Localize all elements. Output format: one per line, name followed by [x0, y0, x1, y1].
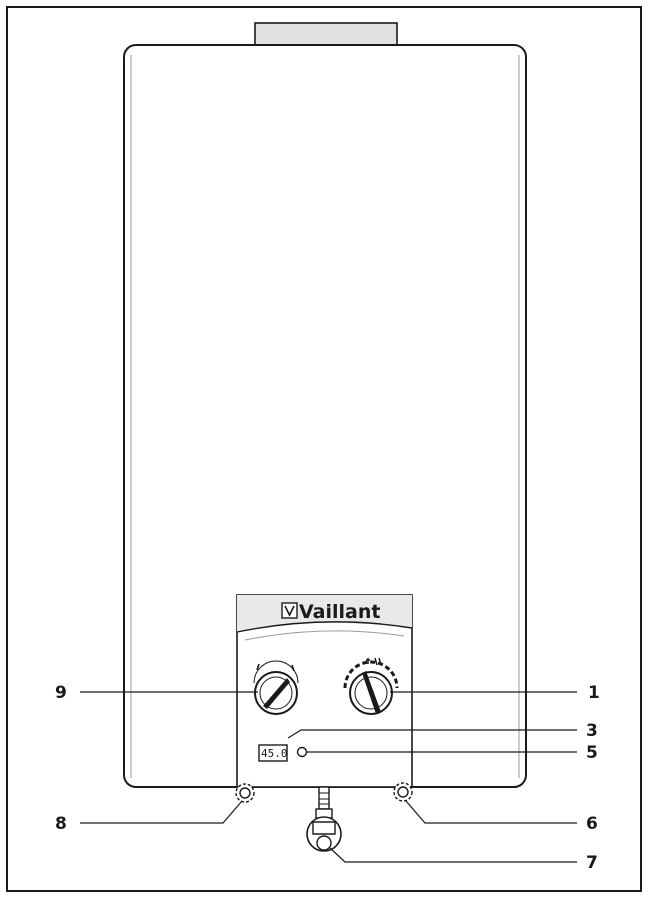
indicator-light	[296, 746, 308, 758]
left-connection-8	[235, 783, 255, 803]
right-knob-grip	[362, 671, 381, 714]
control-panel: Vaillant 45.0	[236, 594, 413, 788]
leader-6	[405, 800, 577, 824]
right-connection-6	[393, 782, 413, 802]
display-reading: 45.0	[261, 747, 288, 760]
right-knob-symbol-right	[374, 657, 382, 666]
right-knob-scale	[343, 660, 399, 689]
callout-8: 8	[55, 814, 67, 834]
panel-curve	[236, 621, 413, 633]
callout-6: 6	[586, 814, 598, 834]
callout-9: 9	[55, 683, 67, 703]
right-control-knob[interactable]	[343, 657, 399, 715]
callout-7: 7	[586, 853, 598, 873]
left-control-knob[interactable]	[253, 660, 299, 715]
temperature-display: 45.0	[258, 744, 288, 762]
right-knob-symbol-left	[366, 658, 370, 664]
callout-3: 3	[586, 721, 598, 741]
callout-5: 5	[586, 743, 598, 763]
vaillant-emblem-icon	[281, 602, 298, 619]
left-knob-scale	[253, 660, 299, 684]
panel-curve-shadow	[244, 630, 405, 641]
callout-1: 1	[588, 683, 600, 703]
leader-8	[80, 800, 243, 824]
gas-connection-7	[306, 786, 342, 852]
brand-name: Vaillant	[299, 601, 380, 623]
leader-7	[329, 847, 577, 863]
left-knob-tick-max	[291, 664, 295, 672]
left-knob-tick-min	[256, 663, 260, 671]
figure-frame	[6, 6, 642, 892]
left-knob-grip	[263, 678, 290, 709]
leader-3	[287, 729, 577, 739]
